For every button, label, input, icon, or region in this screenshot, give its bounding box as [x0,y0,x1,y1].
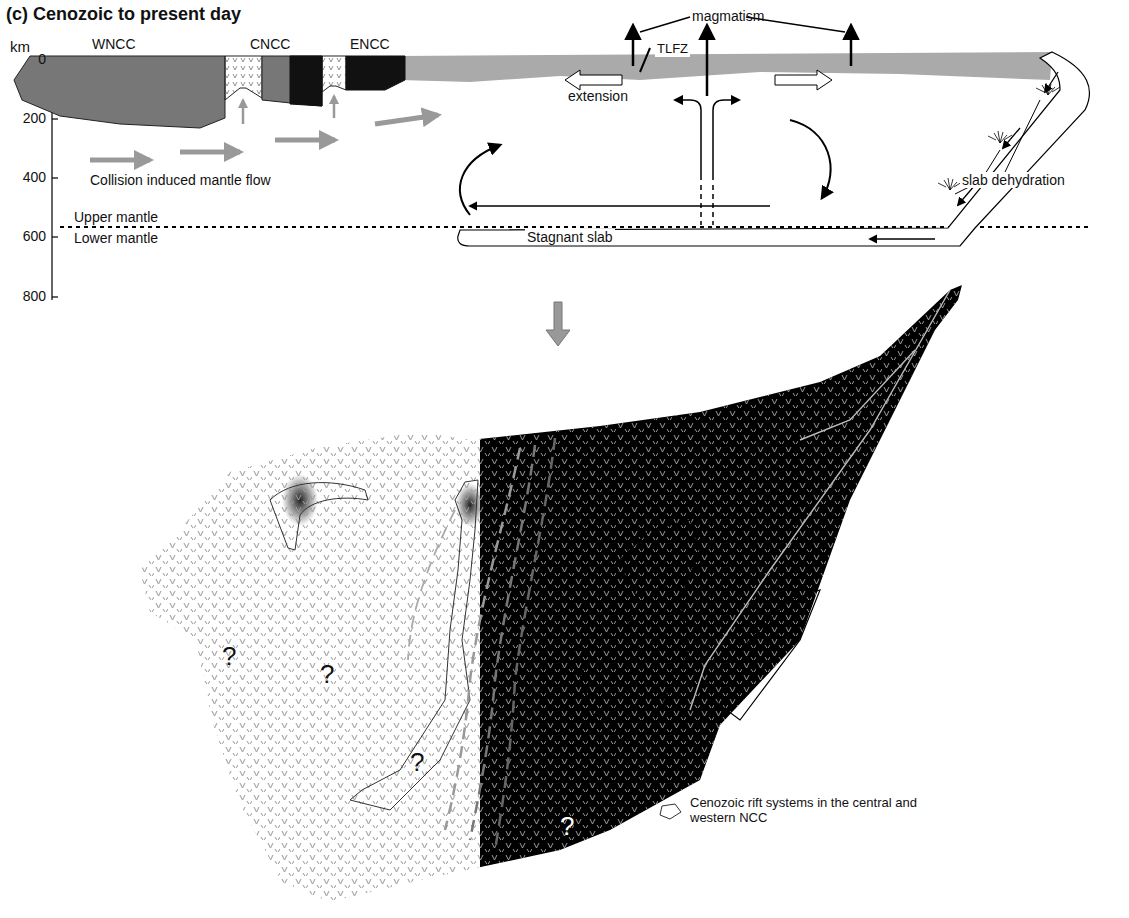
process-label: slab dehydration [960,172,1067,188]
block-name: WNCC [92,36,136,52]
unknown-mark: ? [865,462,879,492]
axis-unit: km [10,38,30,55]
depth-tick: 0 [38,51,46,67]
process-label: magmatism [692,8,764,24]
figure-title: (c) Cenozoic to present day [6,4,241,25]
fault-name: TLFZ [655,42,690,57]
layer-name: Lower mantle [74,230,158,246]
depth-tick: 600 [23,228,46,244]
process-label: extension [568,88,628,104]
block-name: ENCC [350,36,390,52]
legend-text: Cenozoic rift systems in the central and… [690,796,920,826]
layer-name: Upper mantle [74,209,158,225]
block-name: CNCC [250,36,290,52]
flow-label: Collision induced mantle flow [90,172,271,188]
legend-sample [660,804,681,819]
unknown-mark: ? [560,812,574,842]
depth-tick: 200 [23,110,46,126]
depth-tick: 400 [23,169,46,185]
unknown-mark: ? [410,748,424,778]
unknown-mark: ? [222,642,236,672]
depth-tick: 800 [23,288,46,304]
unknown-mark: ? [320,660,334,690]
slab-label: Stagnant slab [525,229,615,245]
